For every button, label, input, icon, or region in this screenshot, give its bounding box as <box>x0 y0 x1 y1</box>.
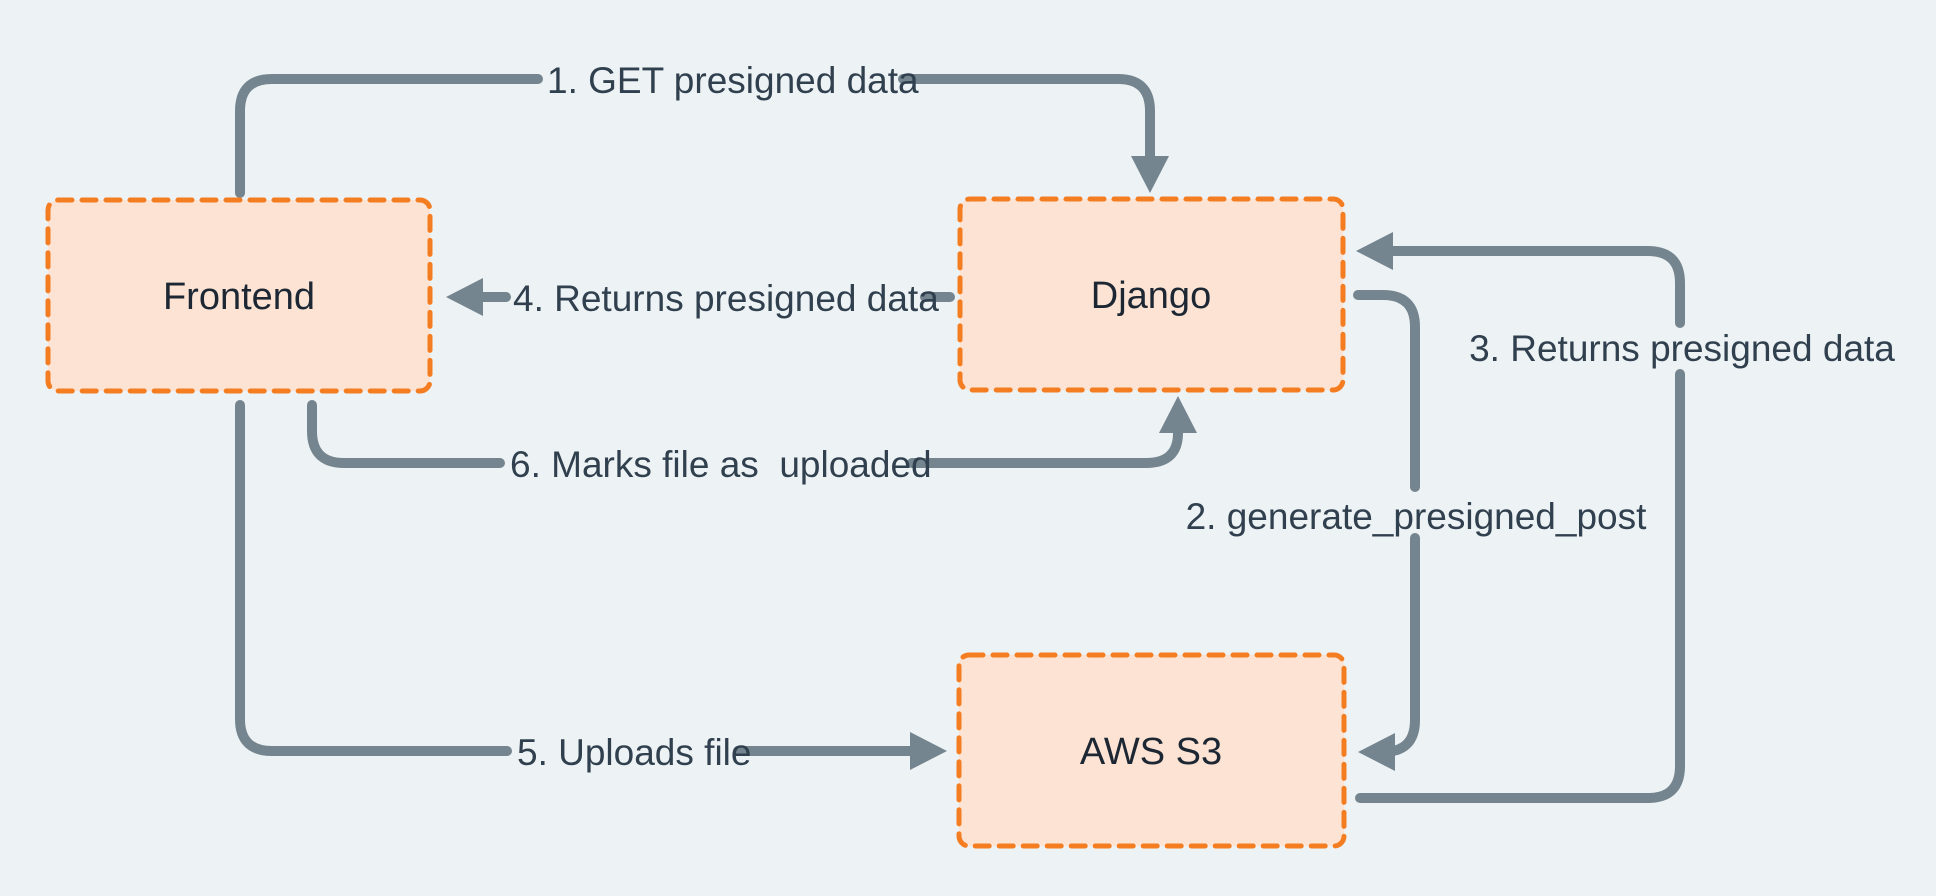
flow-line <box>1355 369 1685 803</box>
flow-line <box>1353 290 1420 492</box>
edge-step5: 5. Uploads file <box>235 400 947 773</box>
node-django: Django <box>957 196 1346 393</box>
arrowhead-down-icon <box>1131 156 1169 193</box>
arrowhead-left-icon <box>446 278 483 316</box>
arrowhead-up-icon <box>1159 396 1197 433</box>
edge-label-step4: 4. Returns presigned data <box>513 278 939 319</box>
flow-line <box>898 74 1155 161</box>
edge-label-step1: 1. GET presigned data <box>547 60 919 101</box>
node-aws-s3-box <box>956 652 1347 849</box>
node-django-label: Django <box>1091 275 1211 317</box>
flow-line <box>235 74 543 198</box>
flow-line <box>235 400 512 756</box>
edge-step1: 1. GET presigned data <box>235 60 1169 198</box>
edge-label-step5: 5. Uploads file <box>517 732 751 773</box>
edge-step6: 6. Marks file as uploaded <box>307 396 1197 485</box>
edge-label-step2: 2. generate_presigned_post <box>1186 496 1648 537</box>
arrowhead-right-icon <box>910 732 947 770</box>
flow-line <box>307 400 505 468</box>
edge-step3: 3. Returns presigned data <box>1355 232 1895 803</box>
node-aws-s3: AWS S3 <box>956 652 1347 849</box>
arrowhead-left-icon <box>1356 232 1393 270</box>
edge-label-step6: 6. Marks file as uploaded <box>510 444 932 485</box>
node-frontend-box <box>45 197 433 394</box>
edge-step4: 4. Returns presigned data <box>446 278 955 319</box>
flow-line <box>1388 246 1685 328</box>
edge-label-step3: 3. Returns presigned data <box>1469 328 1895 369</box>
node-django-box <box>957 196 1346 393</box>
node-frontend-label: Frontend <box>163 276 315 318</box>
node-aws-s3-label: AWS S3 <box>1080 731 1222 773</box>
arrowhead-left-icon <box>1358 733 1395 771</box>
flow-line <box>907 428 1183 468</box>
node-frontend: Frontend <box>45 197 433 394</box>
edge-step2: 2. generate_presigned_post <box>1186 290 1648 771</box>
flow-line <box>1378 533 1420 757</box>
